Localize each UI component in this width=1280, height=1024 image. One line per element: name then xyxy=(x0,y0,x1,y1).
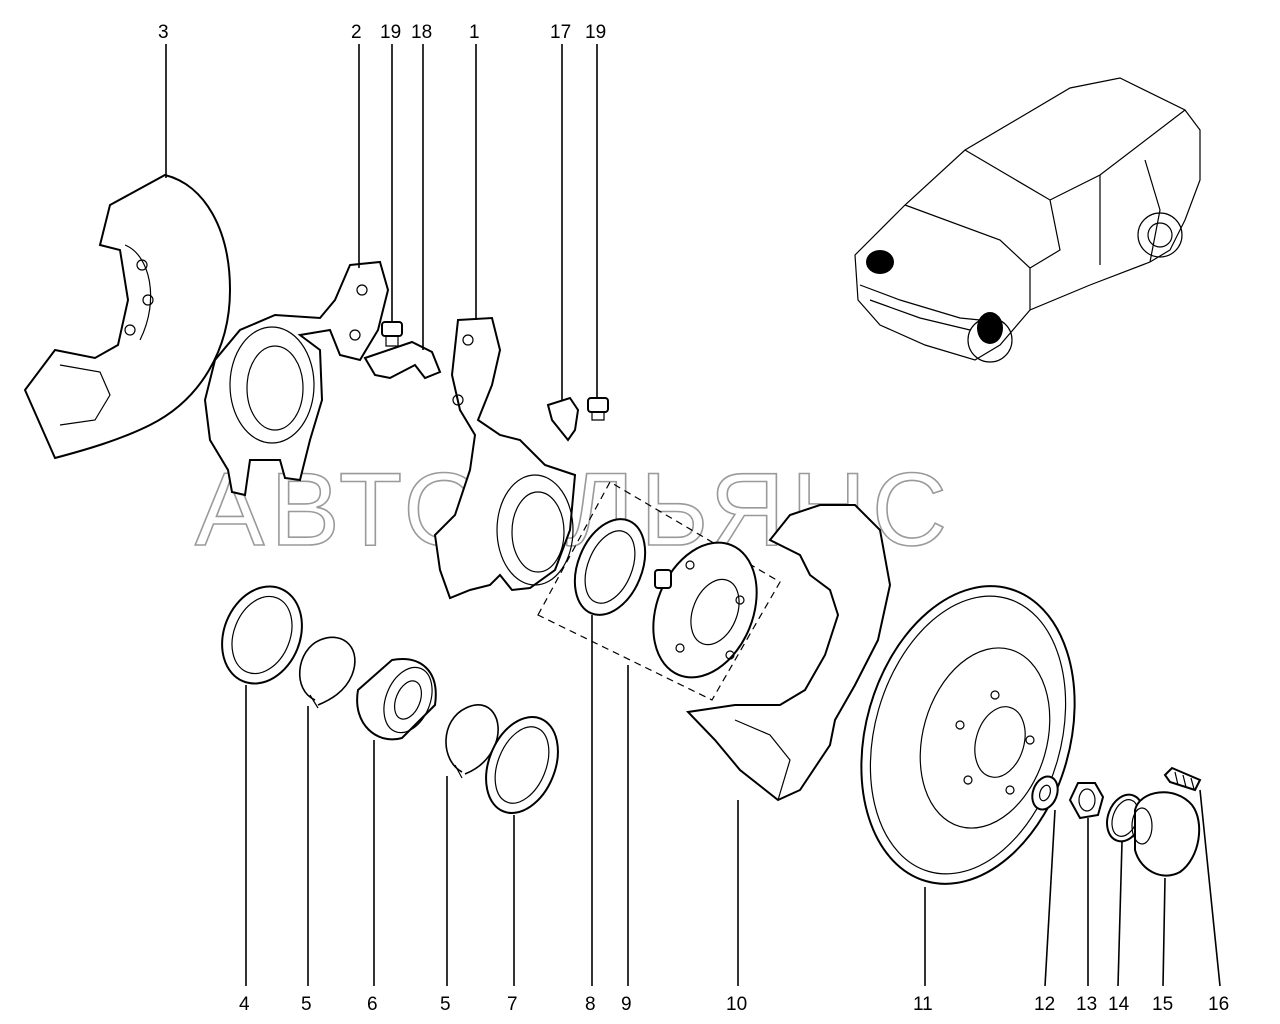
callout-2: 2 xyxy=(351,22,362,43)
wheel-location-marker-icon xyxy=(866,250,894,274)
part-1-knuckle-front xyxy=(433,316,577,600)
callout-11: 11 xyxy=(913,994,933,1015)
callout-12: 12 xyxy=(1034,994,1055,1015)
wheel-hub xyxy=(652,541,758,679)
callout-14: 14 xyxy=(1108,994,1130,1015)
part-17-sensor xyxy=(546,396,580,442)
callout-19-left: 19 xyxy=(380,22,401,43)
callout-18: 18 xyxy=(411,22,432,43)
callout-6: 6 xyxy=(367,994,378,1015)
callout-17: 17 xyxy=(550,22,571,43)
wheel-location-marker-icon xyxy=(977,312,1003,344)
callout-5-right: 5 xyxy=(440,994,451,1015)
part-10-disc-shield xyxy=(685,504,892,802)
callout-8: 8 xyxy=(585,994,596,1015)
part-15-hub-cap xyxy=(1131,791,1201,877)
part-4-seal-ring xyxy=(221,585,303,685)
part-5-retaining-ring-right xyxy=(445,704,499,779)
part-6-wheel-bearing xyxy=(356,658,437,741)
part-5-retaining-ring-left xyxy=(299,636,356,709)
part-18-bracket xyxy=(363,340,442,380)
part-2-knuckle-rear xyxy=(203,260,390,497)
part-3-splash-shield xyxy=(23,173,232,460)
callouts-top: 3 2 19 18 1 17 19 xyxy=(158,22,606,43)
part-12-washer xyxy=(1031,775,1059,811)
callout-5-left: 5 xyxy=(301,994,312,1015)
part-11-brake-disc xyxy=(860,585,1076,885)
part-8-hub-seal xyxy=(573,518,647,616)
callouts-bottom: 4 5 6 5 7 8 9 10 11 12 13 14 15 16 xyxy=(239,994,1229,1015)
part-19-bolt-right xyxy=(587,397,609,421)
callout-7: 7 xyxy=(507,994,518,1015)
leader-lines-bottom xyxy=(245,615,1221,987)
callout-1: 1 xyxy=(469,22,480,43)
callout-15: 15 xyxy=(1152,994,1173,1015)
vehicle-locator-illustration xyxy=(854,77,1201,363)
part-13-hub-nut xyxy=(1068,782,1105,820)
part-7-seal-ring xyxy=(485,716,559,814)
callout-19-right: 19 xyxy=(585,22,606,43)
part-16-wheel-stud xyxy=(1163,766,1202,792)
callout-9: 9 xyxy=(621,994,632,1015)
callout-16: 16 xyxy=(1208,994,1229,1015)
callout-13: 13 xyxy=(1076,994,1097,1015)
callout-4: 4 xyxy=(239,994,250,1015)
part-19-bolt-left xyxy=(381,321,403,347)
leader-lines-top xyxy=(165,44,598,400)
callout-10: 10 xyxy=(726,994,747,1015)
callout-3: 3 xyxy=(158,22,169,43)
part-9-hub-assembly-group xyxy=(537,481,781,701)
